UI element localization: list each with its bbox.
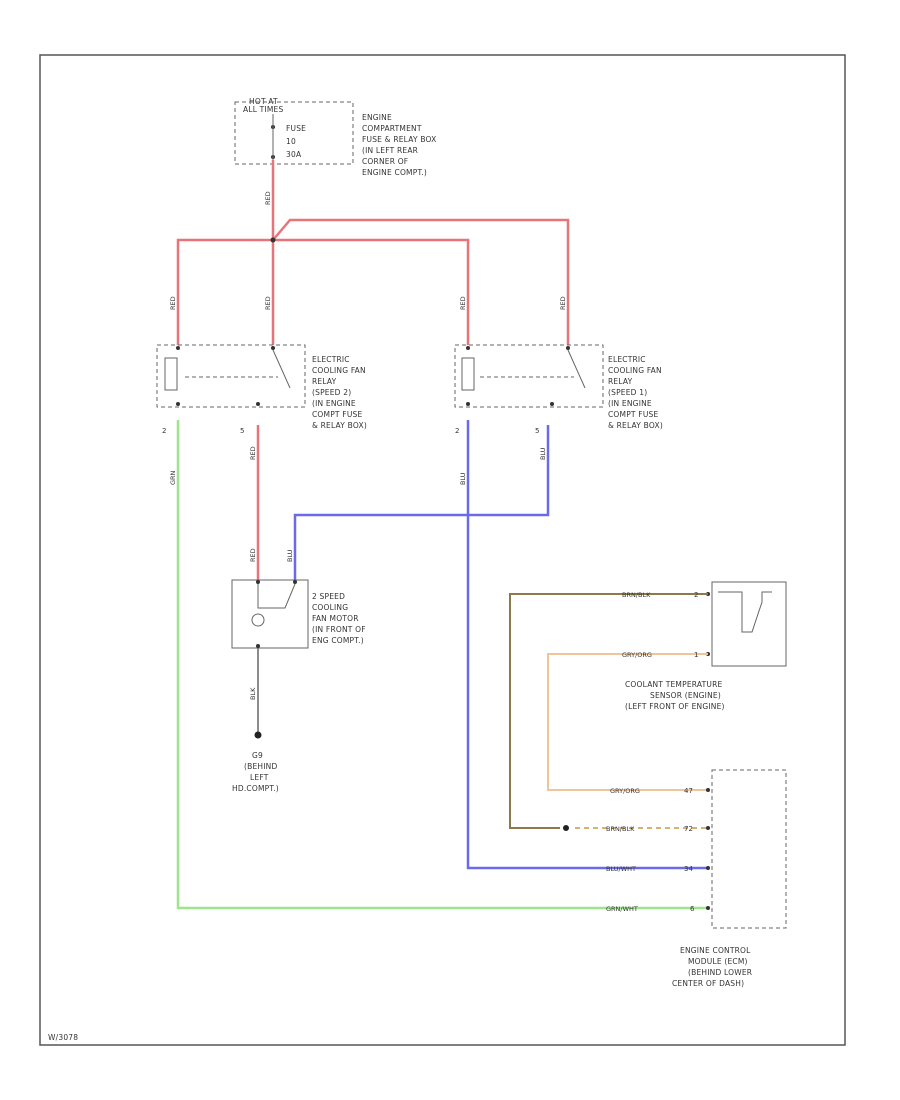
ecm-pin-1	[706, 788, 710, 792]
fuse-label: FUSE 10 30A	[286, 124, 306, 159]
wire-label-feed: RED	[264, 191, 272, 205]
svg-text:ELECTRIC: ELECTRIC	[312, 355, 350, 364]
wire-label-ecm-grn: GRN/WHT	[606, 905, 638, 913]
wire-label-r1a: RED	[459, 296, 467, 310]
svg-text:ENG COMPT.): ENG COMPT.)	[312, 636, 364, 645]
hot-at-all-times-label: HOT AT ALL TIMES	[243, 97, 283, 114]
svg-text:G9: G9	[252, 751, 263, 760]
ecm-pin-4	[706, 906, 710, 910]
r2-pin-left: 2	[162, 427, 166, 435]
svg-text:CENTER OF DASH): CENTER OF DASH)	[672, 979, 744, 988]
red-feed-wires	[176, 160, 570, 345]
wire-label-r2out: GRN	[169, 470, 177, 485]
ecm-pin-2	[706, 826, 710, 830]
svg-text:COOLING FAN: COOLING FAN	[608, 366, 662, 375]
wire-label-r1motor: BLU	[539, 447, 547, 460]
svg-text:(SPEED 1): (SPEED 1)	[608, 388, 647, 397]
wire-label-motor-a: RED	[249, 548, 257, 562]
brown-wire-splice	[563, 825, 569, 831]
wire-label-r2b: RED	[264, 296, 272, 310]
ecm-pin-label-1: 47	[684, 787, 693, 795]
svg-text:(IN LEFT REAR: (IN LEFT REAR	[362, 146, 418, 155]
svg-text:& RELAY BOX): & RELAY BOX)	[608, 421, 663, 430]
diagram-frame	[39, 54, 846, 1046]
wire-label-ecm-blu: BLU/WHT	[606, 865, 636, 873]
svg-text:COOLANT TEMPERATURE: COOLANT TEMPERATURE	[625, 680, 722, 689]
wire-label-r1b: RED	[559, 296, 567, 310]
svg-text:COOLING FAN: COOLING FAN	[312, 366, 366, 375]
svg-text:HD.COMPT.): HD.COMPT.)	[232, 784, 279, 793]
brown-wire	[509, 593, 708, 829]
ground-label: G9 (BEHIND LEFT HD.COMPT.)	[232, 751, 279, 793]
ecm-pin-3	[706, 866, 710, 870]
fuse-box-label: ENGINE COMPARTMENT FUSE & RELAY BOX (IN …	[362, 113, 437, 177]
svg-text:ENGINE: ENGINE	[362, 113, 392, 122]
svg-text:COOLING: COOLING	[312, 603, 348, 612]
svg-text:FAN MOTOR: FAN MOTOR	[312, 614, 359, 623]
svg-text:(IN ENGINE: (IN ENGINE	[608, 399, 652, 408]
wire-label-ecm-brn: BRN/BLK	[606, 825, 635, 833]
fuse-box-outline	[234, 101, 354, 165]
relay2-label: ELECTRIC COOLING FAN RELAY (SPEED 2) (IN…	[312, 355, 367, 430]
svg-text:LEFT: LEFT	[250, 773, 269, 782]
ecm-label: ENGINE CONTROL MODULE (ECM) (BEHIND LOWE…	[672, 946, 752, 988]
svg-text:COMPT FUSE: COMPT FUSE	[312, 410, 362, 419]
svg-text:& RELAY BOX): & RELAY BOX)	[312, 421, 367, 430]
orange-wire	[547, 653, 708, 791]
r1-pin-left: 2	[455, 427, 459, 435]
sensor-pin-top: 2	[694, 591, 698, 599]
wire-label-motor-b: BLU	[286, 549, 294, 562]
relay-speed-1	[454, 344, 604, 408]
relay-speed-2	[156, 344, 306, 408]
r2-pin-right: 5	[240, 427, 244, 435]
ecm-pin-label-3: 34	[684, 865, 693, 873]
blue-ecm-wire	[466, 420, 708, 870]
svg-text:(IN FRONT OF: (IN FRONT OF	[312, 625, 366, 634]
fan-motor-label: 2 SPEED COOLING FAN MOTOR (IN FRONT OF E…	[312, 592, 366, 645]
svg-text:COMPARTMENT: COMPARTMENT	[362, 124, 422, 133]
svg-text:(LEFT FRONT OF ENGINE): (LEFT FRONT OF ENGINE)	[625, 702, 725, 711]
green-wire	[176, 420, 708, 910]
svg-text:(SPEED 2): (SPEED 2)	[312, 388, 351, 397]
ground-point-icon	[254, 731, 262, 739]
svg-text:ELECTRIC: ELECTRIC	[608, 355, 646, 364]
wire-label-ecm-gry: GRY/ORG	[610, 787, 640, 795]
svg-text:FUSE: FUSE	[286, 124, 306, 133]
wire-label-gry: GRY/ORG	[622, 651, 652, 659]
ecm-outline	[711, 769, 787, 929]
wire-label-r2a: RED	[169, 296, 177, 310]
coolant-temp-sensor	[706, 581, 787, 667]
svg-text:COMPT FUSE: COMPT FUSE	[608, 410, 658, 419]
r1-pin-right: 5	[535, 427, 539, 435]
svg-text:ENGINE COMPT.): ENGINE COMPT.)	[362, 168, 427, 177]
fan-motor	[231, 579, 309, 649]
svg-text:(BEHIND: (BEHIND	[244, 762, 277, 771]
sensor-pin-bottom: 1	[694, 651, 698, 659]
svg-text:2 SPEED: 2 SPEED	[312, 592, 345, 601]
wire-label-brn: BRN/BLK	[622, 591, 651, 599]
coolant-sensor-label: COOLANT TEMPERATURE SENSOR (ENGINE) (LEF…	[625, 680, 725, 711]
wire-label-r1out: BLU	[459, 472, 467, 485]
wire-label-gnd: BLK	[249, 687, 257, 700]
svg-text:SENSOR (ENGINE): SENSOR (ENGINE)	[650, 691, 721, 700]
blue-motor-wire	[293, 425, 550, 580]
svg-text:RELAY: RELAY	[608, 377, 633, 386]
svg-text:(BEHIND LOWER: (BEHIND LOWER	[688, 968, 752, 977]
feed-splice	[270, 237, 276, 243]
relay1-label: ELECTRIC COOLING FAN RELAY (SPEED 1) (IN…	[608, 355, 663, 430]
diagram-code: W/3078	[48, 1033, 78, 1042]
svg-text:CORNER OF: CORNER OF	[362, 157, 408, 166]
svg-text:RELAY: RELAY	[312, 377, 337, 386]
svg-text:30A: 30A	[286, 150, 302, 159]
svg-text:MODULE (ECM): MODULE (ECM)	[688, 957, 748, 966]
svg-text:(IN ENGINE: (IN ENGINE	[312, 399, 356, 408]
svg-text:10: 10	[286, 137, 296, 146]
wire-label-r2motor: RED	[249, 446, 257, 460]
ecm-pin-label-2: 72	[684, 825, 693, 833]
svg-text:ALL TIMES: ALL TIMES	[243, 105, 283, 114]
ecm-pin-label-4: 6	[690, 905, 695, 913]
svg-text:ENGINE CONTROL: ENGINE CONTROL	[680, 946, 751, 955]
svg-text:FUSE & RELAY BOX: FUSE & RELAY BOX	[362, 135, 437, 144]
